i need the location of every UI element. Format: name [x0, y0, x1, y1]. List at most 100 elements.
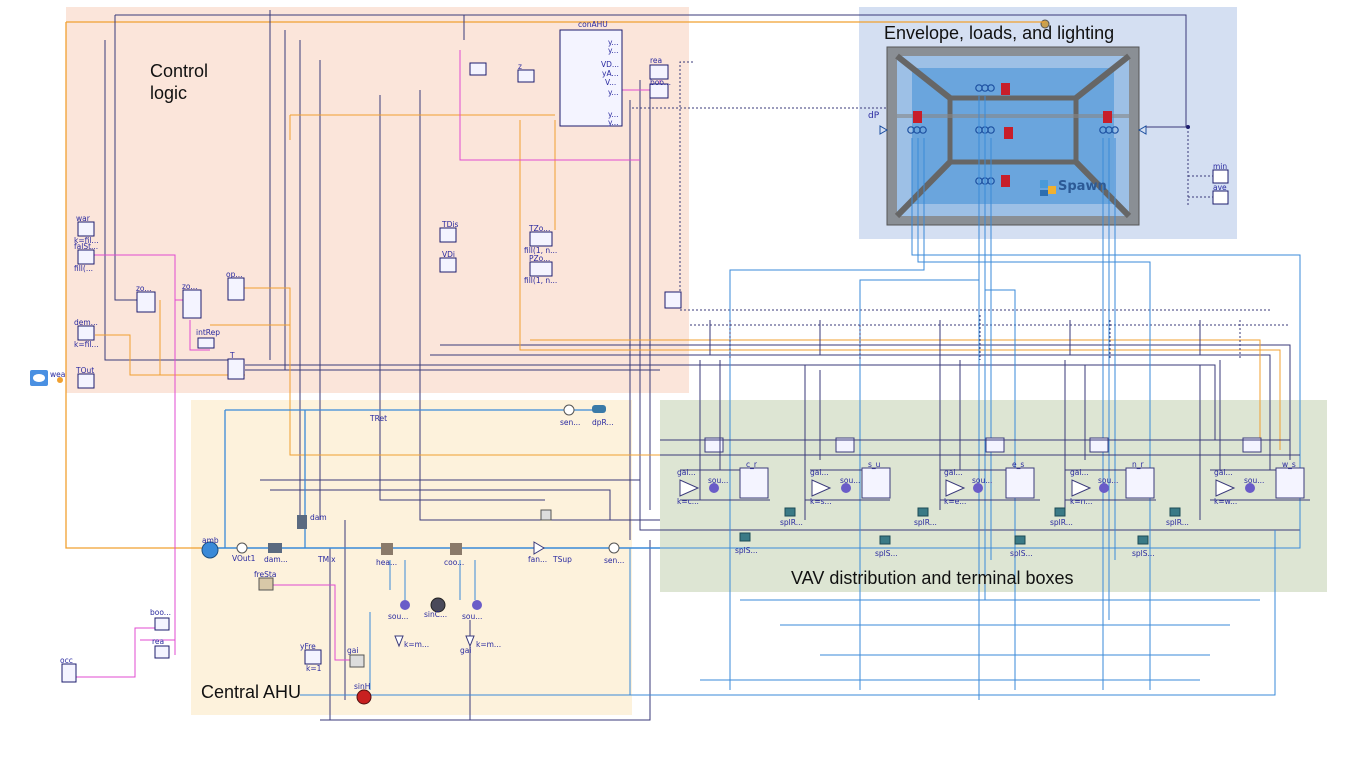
vav-split-supply-label[interactable]: splS... [735, 546, 758, 555]
vav-split-supply-label[interactable]: splS... [1132, 549, 1155, 558]
booahu-label[interactable]: boo... [150, 608, 171, 617]
fan-label[interactable]: fan... [528, 555, 548, 564]
conahu-title[interactable]: conAHU [578, 20, 608, 29]
damper-icon [297, 515, 307, 529]
zone-marker [1004, 127, 1013, 139]
vav-gain-label[interactable]: gai... [1214, 468, 1233, 477]
wea-label[interactable]: wea [50, 370, 66, 379]
boo-label[interactable]: boo... [650, 78, 671, 87]
tsup-label[interactable]: TSup [553, 555, 572, 564]
conahu-port: y... [608, 88, 619, 97]
vav-gain-label[interactable]: gai... [1070, 468, 1089, 477]
zone-marker [913, 111, 922, 123]
zone-marker [1103, 111, 1112, 123]
gaicoo-label[interactable]: gai [460, 646, 472, 655]
gaihea-label[interactable]: gai [347, 646, 359, 655]
central-ahu-title: Central AHU [201, 682, 302, 702]
vav-title: VAV distribution and terminal boxes [791, 568, 1074, 588]
ave-label: ave [1213, 183, 1227, 192]
vav-split-return-label[interactable]: splR... [780, 518, 803, 527]
conahu-port: y... [608, 46, 619, 55]
vav-box-label[interactable]: c_r [746, 460, 757, 469]
ahu-component-shapes [201, 404, 620, 705]
tzo-label[interactable]: TZo... [529, 224, 551, 233]
vav-gain-label[interactable]: gai... [677, 468, 696, 477]
vdi-label[interactable]: VDi [442, 250, 455, 259]
vav-source-icons [709, 483, 1255, 493]
vav-gain-param: k=w... [1214, 497, 1238, 506]
t-label[interactable]: T [230, 351, 235, 360]
chiller-sink-icon [430, 597, 446, 613]
weather-bus-icon[interactable] [30, 370, 63, 386]
coocoi-label[interactable]: coo... [444, 558, 465, 567]
vav-box-label[interactable]: s_u [868, 460, 881, 469]
senret-label[interactable]: sen... [560, 418, 581, 427]
damout-label[interactable]: dam... [264, 555, 288, 564]
vav-box-label[interactable]: e_s [1012, 460, 1025, 469]
vav-source-label[interactable]: sou... [972, 476, 993, 485]
sensup-label[interactable]: sen... [604, 556, 625, 565]
conahu-port: y... [608, 38, 619, 47]
tdis-label[interactable]: TDis [442, 220, 459, 229]
zone-marker [1001, 175, 1010, 187]
pump-icon [472, 600, 482, 610]
fresta-label[interactable]: freSta [254, 570, 277, 579]
reaahu-label[interactable]: rea [152, 637, 165, 646]
sinc-label[interactable]: sinC... [424, 610, 448, 619]
tret-label[interactable]: TRet [370, 414, 388, 423]
vav-source-label[interactable]: sou... [840, 476, 861, 485]
zo1-label[interactable]: zo... [136, 284, 152, 293]
pzo-label[interactable]: PZo... [529, 254, 551, 263]
heating-sink-icon [356, 689, 372, 705]
vav-split-return-label[interactable]: splR... [1166, 518, 1189, 527]
min-block[interactable] [1212, 169, 1229, 184]
amb-label[interactable]: amb [202, 536, 219, 545]
vav-split-supply-label[interactable]: splS... [875, 549, 898, 558]
vav-gain-label[interactable]: gai... [810, 468, 829, 477]
heacoi-label[interactable]: hea... [376, 558, 398, 567]
sinh-label[interactable]: sinH [354, 682, 371, 691]
op-label[interactable]: op... [226, 270, 243, 279]
conahu-port: y... [608, 118, 619, 127]
vout1-label[interactable]: VOut1 [232, 554, 256, 563]
control-block-shapes [61, 29, 682, 683]
vav-box-label[interactable]: n_r [1132, 460, 1144, 469]
vav-source-label[interactable]: sou... [708, 476, 729, 485]
vav-gain-param: k=e... [944, 497, 967, 506]
dpret-label[interactable]: dpR... [592, 418, 614, 427]
vav-split-supply-label[interactable]: splS... [1010, 549, 1033, 558]
occ-label[interactable]: occ [60, 656, 73, 665]
pump-icon [400, 600, 410, 610]
vav-split-return-label[interactable]: splR... [1050, 518, 1073, 527]
vav-blocks [660, 315, 1310, 520]
control-logic-title: Control logic [150, 61, 209, 103]
souhea-label[interactable]: sou... [388, 612, 409, 621]
z-label[interactable]: z [518, 62, 522, 71]
conahu-port: yA... [602, 69, 619, 78]
ave-block[interactable] [1212, 190, 1229, 205]
yfre-label[interactable]: yFre [300, 642, 316, 651]
zo2-label[interactable]: zo... [182, 282, 198, 291]
war-label[interactable]: war [76, 214, 90, 223]
min-label: min [1213, 162, 1228, 171]
vav-split-return-label[interactable]: splR... [914, 518, 937, 527]
dem-label[interactable]: dem... [74, 318, 98, 327]
dem-param: k=fil... [74, 340, 99, 349]
tout-label[interactable]: TOut [76, 366, 95, 375]
damret-label[interactable]: dam [310, 513, 327, 522]
vav-box-label[interactable]: w_s [1282, 460, 1296, 469]
building-model[interactable] [879, 46, 1147, 226]
rea-label[interactable]: rea [650, 56, 663, 65]
tmix-label[interactable]: TMix [318, 555, 336, 564]
tzo-param: fill(1, n... [524, 246, 558, 255]
vav-source-label[interactable]: sou... [1244, 476, 1265, 485]
sensor-icon [563, 404, 575, 416]
conahu-port: y... [608, 110, 619, 119]
zone-marker [1001, 83, 1010, 95]
falst-label[interactable]: falSt... [74, 242, 99, 251]
intrep-label[interactable]: intRep [196, 328, 221, 337]
vav-gain-label[interactable]: gai... [944, 468, 963, 477]
heating-coil-icon [381, 543, 393, 555]
soucoo-label[interactable]: sou... [462, 612, 483, 621]
vav-source-label[interactable]: sou... [1098, 476, 1119, 485]
